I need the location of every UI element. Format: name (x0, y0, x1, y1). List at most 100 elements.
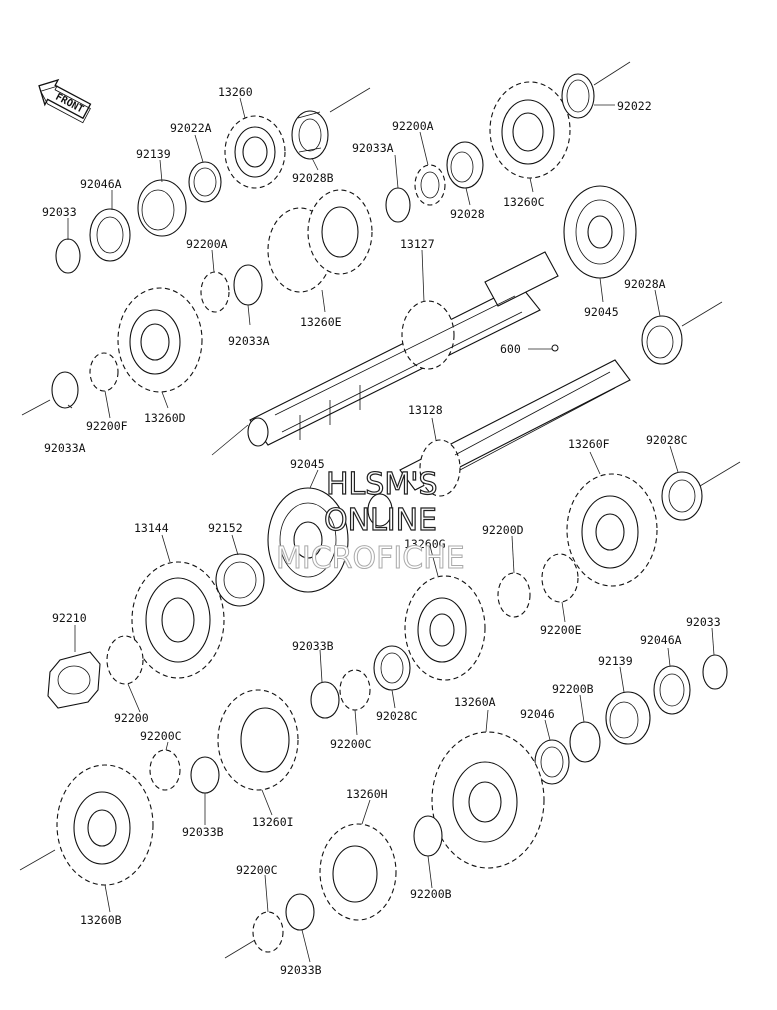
label-92028: 92028 (450, 207, 485, 221)
shaft-13128 (367, 344, 631, 527)
label-13128: 13128 (408, 403, 443, 417)
sprocket-13144 (131, 561, 225, 679)
needle-bearing-92046a-upper (89, 208, 131, 262)
gear-13260 (224, 115, 286, 189)
label-92046a-upper: 92046A (80, 177, 122, 191)
label-92028a: 92028A (624, 277, 666, 291)
leader-lines (67, 97, 715, 963)
label-92033a-mid: 92033A (228, 334, 270, 348)
label-92033b-mid: 92033B (292, 639, 334, 653)
label-92200f: 92200F (86, 419, 128, 433)
collar-92139-right (605, 691, 651, 745)
circlip-92033b-mid (310, 681, 340, 719)
label-13260h: 13260H (346, 787, 388, 801)
label-92200c-left: 92200C (140, 729, 182, 743)
gear-13260f (566, 473, 658, 587)
washer-92200f (89, 352, 119, 392)
collar-92139 (137, 179, 187, 237)
label-92028c-right: 92028C (646, 433, 688, 447)
gear-13260b (56, 764, 154, 886)
nut-92210 (47, 651, 101, 709)
circlip-92033a-mid (233, 264, 263, 306)
washer-92022 (561, 73, 595, 119)
circlip-92033b-lower (285, 893, 315, 931)
needle-bearing-92028c-mid (373, 645, 411, 691)
needle-bearing-92028c-right (661, 471, 703, 521)
label-92033-upper: 92033 (42, 205, 77, 219)
label-92200c-mid: 92200C (330, 737, 372, 751)
label-13127: 13127 (400, 237, 435, 251)
label-92200e: 92200E (540, 623, 582, 637)
circlip-92033-upper (55, 238, 81, 274)
part-labels: 13260 92022A 92139 92046A 92033 92028B 9… (42, 85, 721, 977)
watermark-line-1: HLSM'S (326, 467, 438, 502)
watermark: HLSM'S ONLINE MICROFICHE (276, 466, 466, 576)
label-13260i: 13260I (252, 815, 294, 829)
washer-92200c-mid (339, 669, 371, 711)
gear-13260a (431, 731, 545, 869)
label-13260c: 13260C (503, 195, 545, 209)
washer-92200d (497, 572, 531, 618)
label-13260: 13260 (218, 85, 253, 99)
needle-bearing-92028b (291, 110, 329, 160)
shaft-13127 (247, 251, 559, 447)
bushing-92028 (446, 141, 484, 189)
label-92028b: 92028B (292, 171, 334, 185)
washer-92200b-right (569, 721, 601, 763)
washer-92200c-lower (252, 911, 284, 953)
needle-bearing-92046 (534, 739, 570, 785)
collar-92152 (215, 553, 265, 607)
label-92200b-right: 92200B (552, 682, 594, 696)
circlip-92033a-upper (385, 187, 411, 223)
label-92022a: 92022A (170, 121, 212, 135)
washer-92200a-upper (414, 164, 446, 206)
label-13260f: 13260F (568, 437, 610, 451)
label-92200b-lower: 92200B (410, 887, 452, 901)
label-92028c-mid: 92028C (376, 709, 418, 723)
gear-13260d (117, 287, 203, 393)
label-92045-lower: 92045 (290, 457, 325, 471)
bushing-92028a (641, 315, 683, 365)
label-13260g: 13260G (404, 537, 446, 551)
circlip-92033b-left (190, 756, 220, 794)
washer-92200b-lower (413, 815, 443, 857)
label-600: 600 (500, 342, 521, 356)
label-92139-upper: 92139 (136, 147, 171, 161)
label-13144: 13144 (134, 521, 169, 535)
gear-13260c (489, 81, 571, 179)
gear-13260e (267, 189, 373, 293)
washer-92200 (106, 635, 144, 685)
washer-92200a-mid (200, 271, 230, 313)
washer-92200c-left (149, 749, 181, 791)
front-direction-arrow: FRONT (38, 78, 92, 124)
label-92210: 92210 (52, 611, 87, 625)
label-92139-right: 92139 (598, 654, 633, 668)
circlip-92033a-low (51, 371, 79, 409)
washer-92200e (541, 553, 579, 603)
needle-bearing-92046a-right (653, 665, 691, 715)
label-92033b-lower: 92033B (280, 963, 322, 977)
label-92033-right: 92033 (686, 615, 721, 629)
label-92033a-upper: 92033A (352, 141, 394, 155)
gear-13260g (404, 575, 486, 681)
label-92200c-lower: 92200C (236, 863, 278, 877)
ball-bearing-92045-upper (563, 185, 637, 279)
label-13260d: 13260D (144, 411, 186, 425)
label-13260b: 13260B (80, 913, 122, 927)
label-92033b-left: 92033B (182, 825, 224, 839)
gear-13260i (217, 689, 299, 791)
gear-13260h (319, 823, 397, 921)
watermark-line-3: MICROFICHE (276, 541, 465, 576)
watermark-line-2: ONLINE (324, 503, 437, 538)
label-13260a: 13260A (454, 695, 496, 709)
label-92200: 92200 (114, 711, 149, 725)
washer-92022a (188, 161, 222, 203)
label-92046: 92046 (520, 707, 555, 721)
label-92200a-mid: 92200A (186, 237, 228, 251)
label-92152: 92152 (208, 521, 243, 535)
ball-bearing-92045-lower (267, 487, 349, 593)
label-92045-upper: 92045 (584, 305, 619, 319)
circlip-92033-right (702, 654, 728, 690)
label-92022: 92022 (617, 99, 652, 113)
